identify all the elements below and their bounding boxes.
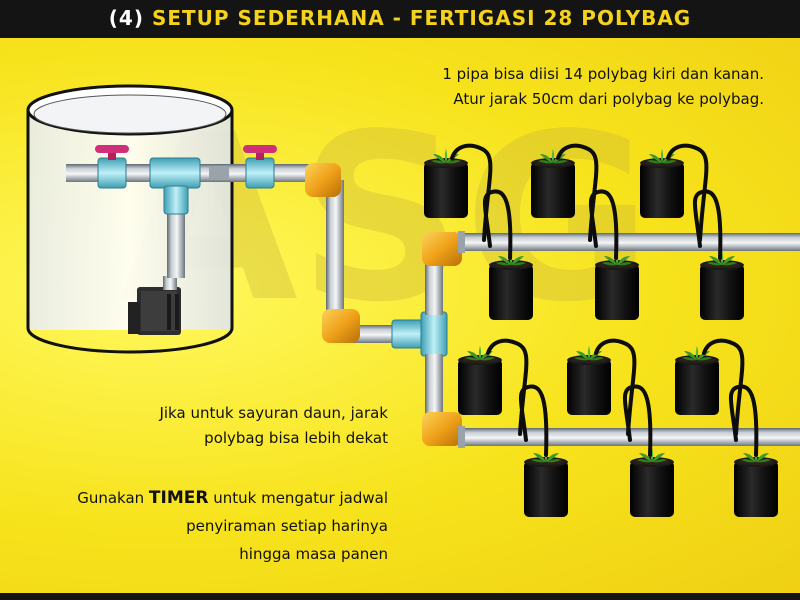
- title-text: SETUP SEDERHANA - FERTIGASI 28 POLYBAG: [151, 6, 692, 30]
- page-title: (4) SETUP SEDERHANA - FERTIGASI 28 POLYB…: [0, 6, 800, 30]
- submersible-pump: [128, 276, 181, 335]
- note-timer-pre: Gunakan: [77, 489, 149, 507]
- water-tank: [26, 84, 234, 354]
- valve-handle-inlet: [95, 145, 129, 160]
- note-timer-line3: hingga masa panen: [239, 545, 388, 563]
- upper-drip-line: [458, 231, 800, 253]
- main-supply-pipe: [305, 163, 396, 343]
- note-timer-keyword: TIMER: [148, 488, 209, 508]
- note-timer-line1: Gunakan TIMER untuk mengatur jadwal: [77, 484, 388, 512]
- vertical-branch-pipe: [422, 232, 462, 446]
- bottom-bar: [0, 593, 800, 600]
- note-timer-line2: penyiraman setiap harinya: [186, 517, 388, 535]
- note-timer: Gunakan TIMER untuk mengatur jadwal peny…: [77, 484, 388, 568]
- note-pipe-capacity: 1 pipa bisa diisi 14 polybag kiri dan ka…: [442, 62, 764, 112]
- note-leafy-line2: polybag bisa lebih dekat: [204, 429, 388, 447]
- lower-row-back-polybags: [458, 346, 719, 415]
- note-leafy-line1: Jika untuk sayuran daun, jarak: [159, 404, 388, 422]
- lower-row-front-polybags: [524, 448, 778, 517]
- distribution-tee: [391, 311, 448, 357]
- note-leafy-vegetables: Jika untuk sayuran daun, jarak polybag b…: [159, 401, 388, 451]
- valve-handle-outlet: [243, 145, 277, 160]
- note-pipe-capacity-line2: Atur jarak 50cm dari polybag ke polybag.: [453, 90, 764, 108]
- title-number: (4): [108, 6, 144, 30]
- drip-tubes: [450, 143, 759, 457]
- note-timer-post: untuk mengatur jadwal: [208, 489, 388, 507]
- title-bar: (4) SETUP SEDERHANA - FERTIGASI 28 POLYB…: [0, 0, 800, 38]
- tank-pipe-assembly: [66, 157, 310, 278]
- note-pipe-capacity-line1: 1 pipa bisa diisi 14 polybag kiri dan ka…: [442, 65, 764, 83]
- fertigation-diagram: ASG: [26, 84, 800, 593]
